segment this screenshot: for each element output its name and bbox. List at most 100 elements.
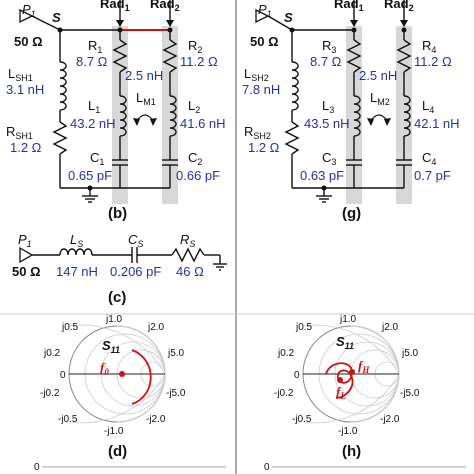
- impedance-label: 50 Ω: [12, 264, 41, 279]
- bottom-partial-axes: 0 0: [34, 462, 466, 473]
- smith-grid: [350, 325, 400, 375]
- c3-label: C3: [322, 150, 336, 167]
- smith-grid: [140, 373, 166, 399]
- resistor-rsh: [284, 121, 300, 155]
- tick-j05: j0.5: [295, 322, 313, 333]
- node-label: S: [52, 10, 61, 25]
- smith-title: S11: [102, 338, 120, 355]
- inductor-lsh: [291, 61, 299, 111]
- c2-label: C2: [188, 150, 202, 167]
- f0-label: f0: [100, 360, 109, 377]
- c1-label: C1: [90, 150, 104, 167]
- port-label: P1: [258, 2, 272, 19]
- fh-marker: [349, 369, 355, 375]
- tick-j02: j0.2: [43, 348, 61, 359]
- smith-grid: [68, 373, 166, 424]
- lsh-value: 3.1 nH: [6, 82, 44, 97]
- port-symbol: [19, 246, 34, 264]
- port-label: P1: [22, 2, 36, 19]
- arrow-icon: [384, 118, 391, 126]
- inductor-ls: [59, 248, 93, 256]
- c4-label: C4: [422, 150, 436, 167]
- fl-marker: [337, 377, 343, 383]
- rsh-value: 1.2 Ω: [248, 140, 280, 155]
- node-label: S: [284, 10, 293, 25]
- arrow-icon: [400, 20, 408, 27]
- inductor-l2: [169, 95, 177, 137]
- l4-label: L4: [422, 98, 434, 115]
- tick-mj5: -j5.0: [166, 388, 186, 399]
- smith-chart-d: S11 f0 j1.0 j0.5 j2.0 j0.2 j5.0 0 -j0.2 …: [40, 314, 186, 460]
- cs-label: CS: [128, 232, 143, 249]
- lsh-value: 7.8 nH: [242, 82, 280, 97]
- r2-value: 11.2 Ω: [180, 54, 218, 69]
- caption-h: (h): [342, 443, 361, 460]
- tick-j2: j2.0: [147, 322, 165, 333]
- c2-value: 0.66 pF: [176, 168, 220, 183]
- l4-value: 42.1 nH: [414, 116, 460, 131]
- lsh-label: LSH2: [244, 66, 269, 83]
- tick-mj2: -j2.0: [146, 414, 166, 425]
- circuit-b: P1 S 50 Ω Rad1 Rad2 R1 8.7 Ω R2 11.2 Ω L…: [6, 0, 226, 222]
- arrow-icon: [367, 118, 374, 126]
- l3-label: L3: [322, 98, 334, 115]
- smith-grid: [374, 349, 400, 375]
- s11-trace: [131, 349, 152, 405]
- lsh-label: LSH1: [8, 66, 33, 83]
- rs-label: RS: [180, 232, 195, 249]
- tick-mj2: -j2.0: [380, 414, 400, 425]
- lm-value: 2.5 nH: [359, 68, 397, 83]
- tick-j02: j0.2: [277, 348, 295, 359]
- tick-mj02: -j0.2: [40, 388, 60, 399]
- tick-j1: j1.0: [105, 314, 123, 325]
- bottom-tick-left: 0: [34, 462, 40, 473]
- port-symbol: [19, 8, 34, 24]
- tick-mj1: -j1.0: [338, 426, 358, 437]
- arrow-icon: [116, 20, 124, 27]
- c1-value: 0.65 pF: [68, 168, 112, 183]
- inductor-lsh: [59, 61, 67, 111]
- caption-c: (c): [108, 289, 126, 306]
- caption-b: (b): [108, 205, 127, 222]
- rad1-label: Rad1: [334, 0, 364, 13]
- rsh-label: RSH2: [244, 124, 271, 141]
- l1-label: L1: [88, 98, 100, 115]
- r1-value: 8.7 Ω: [76, 54, 108, 69]
- rsh-label: RSH1: [6, 124, 33, 141]
- r4-label: R4: [422, 38, 436, 55]
- tick-mj05: -j0.5: [58, 414, 78, 425]
- circuit-g: P1 S 50 Ω Rad1 Rad2 R3 8.7 Ω R4 11.2 Ω L…: [242, 0, 460, 222]
- ls-value: 147 nH: [56, 264, 98, 279]
- c3-value: 0.63 pF: [300, 168, 344, 183]
- r3-label: R3: [322, 38, 336, 55]
- l2-label: L2: [188, 98, 200, 115]
- impedance-label: 50 Ω: [250, 34, 279, 49]
- resistor-rs: [171, 247, 205, 263]
- port-label: P1: [18, 232, 32, 249]
- inductor-l3: [353, 95, 361, 137]
- fh-label: fH: [358, 358, 370, 375]
- r2-label: R2: [188, 38, 202, 55]
- fl-label: fL: [336, 384, 346, 401]
- arrow-icon: [133, 118, 140, 126]
- tick-mj1: -j1.0: [104, 426, 124, 437]
- inductor-l1: [119, 95, 127, 137]
- tick-mj5: -j5.0: [400, 388, 420, 399]
- tick-j2: j2.0: [381, 322, 399, 333]
- smith-grid: [302, 373, 400, 424]
- smith-grid: [116, 325, 166, 375]
- r4-value: 11.2 Ω: [414, 54, 452, 69]
- tick-j5: j5.0: [401, 348, 419, 359]
- resistor-r4: [396, 39, 412, 73]
- rad2-label: Rad2: [150, 0, 180, 13]
- lm-label: LM2: [370, 90, 390, 107]
- tick-j1: j1.0: [339, 314, 357, 325]
- tick-j5: j5.0: [167, 348, 185, 359]
- r3-value: 8.7 Ω: [310, 54, 342, 69]
- arrow-icon: [166, 20, 174, 27]
- rad1-label: Rad1: [100, 0, 130, 13]
- tick-j05: j0.5: [61, 322, 79, 333]
- smith-title: S11: [336, 334, 354, 351]
- lm-value: 2.5 nH: [125, 68, 163, 83]
